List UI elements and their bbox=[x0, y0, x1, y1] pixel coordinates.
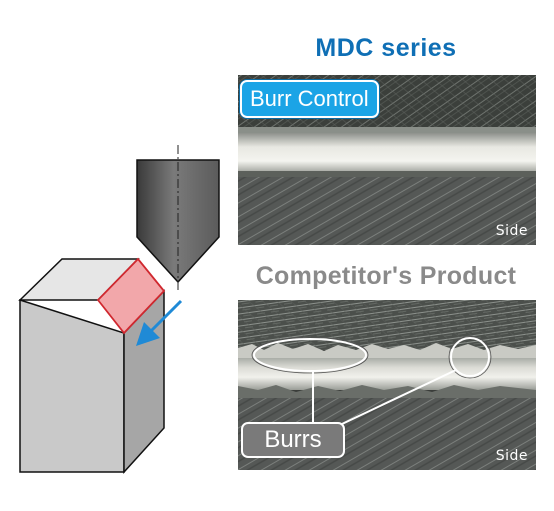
feed-direction-arrow-icon bbox=[136, 299, 183, 346]
mdc-series-title: MDC series bbox=[315, 34, 457, 62]
side-label: Side bbox=[495, 448, 528, 464]
chamfer-illustration bbox=[18, 145, 220, 474]
burrs-badge: Burrs bbox=[241, 422, 345, 458]
competitor-product-title: Competitor's Product bbox=[255, 262, 517, 290]
workpiece-block-icon bbox=[18, 257, 166, 474]
side-label: Side bbox=[495, 223, 528, 239]
burr-control-badge: Burr Control bbox=[240, 80, 379, 118]
competitor-edge-photo: Side bbox=[238, 300, 536, 470]
chamfer-tool-icon bbox=[136, 145, 220, 292]
